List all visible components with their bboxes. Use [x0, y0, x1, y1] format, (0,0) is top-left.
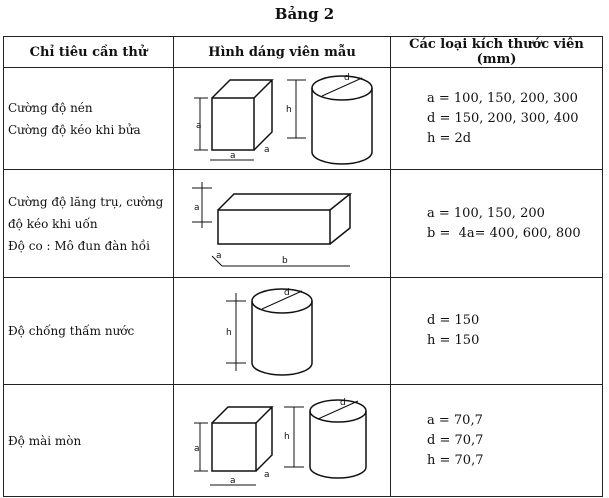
dim-label: d [284, 288, 290, 298]
cylinder-icon: h d [226, 288, 313, 376]
sizes-cell: a = 100, 150, 200 b = 4a= 400, 600, 800 [390, 169, 603, 278]
dim-label: d [340, 398, 346, 408]
header-sizes: Các loại kích thước viên (mm) [390, 36, 603, 68]
dim-label: a [264, 470, 270, 480]
dim-label: d [344, 73, 350, 83]
dim-label: b [282, 256, 288, 266]
table-row: Cường độ nén Cường độ kéo khi bửa a a a [3, 67, 603, 170]
size-line: d = 150, 200, 300, 400 [427, 110, 579, 126]
table-row: Độ mài mòn a a a h [3, 384, 603, 497]
criteria-cell: Cường độ nén Cường độ kéo khi bửa [3, 67, 174, 170]
size-line: a = 100, 150, 200, 300 [427, 90, 578, 106]
cube-cylinder-drawing: a a a h d [194, 73, 373, 165]
cube-icon: a a a [194, 78, 274, 161]
cube-icon: a a a [194, 405, 274, 486]
header-criteria: Chỉ tiêu cần thử [3, 36, 174, 68]
criteria-line: Độ co : Mô đun đàn hồi [8, 238, 150, 253]
shape-cell: a a a h d [173, 67, 391, 170]
size-line: d = 70,7 [427, 432, 484, 448]
dim-label: h [286, 105, 292, 115]
dim-label: h [226, 328, 232, 338]
sizes-cell: a = 100, 150, 200, 300 d = 150, 200, 300… [390, 67, 603, 170]
header-shape: Hình dáng viên mẫu [173, 36, 391, 68]
cylinder-drawing: h d [226, 288, 313, 376]
shape-cell: h d [173, 277, 391, 385]
criteria-line: Cường độ lăng trụ, cường [8, 194, 164, 209]
sizes-cell: a = 70,7 d = 70,7 h = 70,7 [390, 384, 603, 497]
prism-icon: a a b [192, 181, 353, 266]
size-line: d = 150 [427, 313, 480, 328]
criteria-line: Cường độ kéo khi bửa [8, 122, 141, 137]
shape-cell: a a b [173, 169, 391, 278]
cube-cylinder-drawing: a a a h d [194, 398, 367, 486]
criteria-line: độ kéo khi uốn [8, 216, 98, 231]
dim-label: a [230, 151, 236, 161]
dim-label: a [196, 121, 202, 131]
criteria-cell: Độ mài mòn [3, 384, 174, 497]
prism-drawing: a a b [192, 181, 353, 266]
dim-label: a [194, 203, 200, 213]
size-line: a = 70,7 [427, 412, 483, 428]
shape-cell: a a a h d [173, 384, 391, 497]
table-row: Độ chống thấm nước h d d = 150 h = 150 [3, 277, 603, 385]
size-line: h = 70,7 [427, 452, 484, 468]
criteria-cell: Cường độ lăng trụ, cường độ kéo khi uốn … [3, 169, 174, 278]
table-title: Bảng 2 [274, 5, 335, 23]
criteria-line: Cường độ nén [8, 100, 93, 115]
dim-label: a [230, 476, 236, 486]
cylinder-icon: h d [286, 73, 373, 165]
size-line: b = 4a= 400, 600, 800 [427, 225, 581, 241]
dim-label: h [284, 432, 290, 442]
dim-label: a [216, 251, 222, 261]
dim-label: a [264, 145, 270, 155]
cylinder-icon: h d [284, 398, 367, 479]
size-line: h = 2d [427, 130, 472, 146]
criteria-cell: Độ chống thấm nước [3, 277, 174, 385]
size-line: h = 150 [427, 333, 480, 348]
sizes-cell: d = 150 h = 150 [390, 277, 603, 385]
criteria-line: Độ mài mòn [8, 433, 82, 448]
criteria-line: Độ chống thấm nước [8, 324, 135, 338]
dim-label: a [194, 444, 200, 454]
size-line: a = 100, 150, 200 [427, 205, 545, 221]
header-row: Chỉ tiêu cần thử Hình dáng viên mẫu Các … [3, 36, 603, 68]
table-row: Cường độ lăng trụ, cường độ kéo khi uốn … [3, 169, 603, 278]
specimen-table: Chỉ tiêu cần thử Hình dáng viên mẫu Các … [3, 36, 603, 497]
